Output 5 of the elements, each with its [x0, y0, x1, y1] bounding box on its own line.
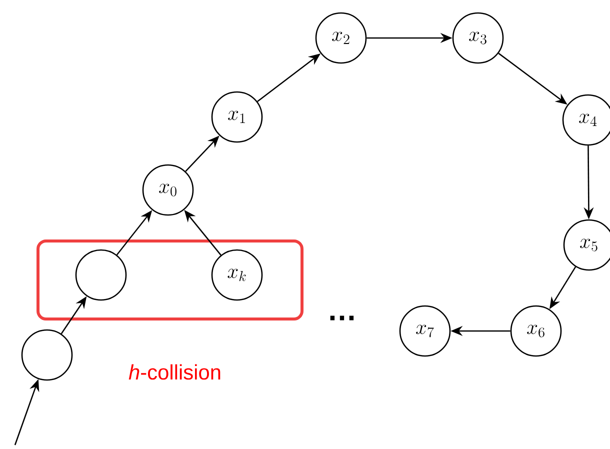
empty-circle [75, 249, 127, 301]
collision-label: h-collision [128, 364, 220, 380]
ellipsis: … [330, 316, 354, 320]
collision-box [36, 240, 304, 320]
empty-circle [21, 329, 73, 381]
